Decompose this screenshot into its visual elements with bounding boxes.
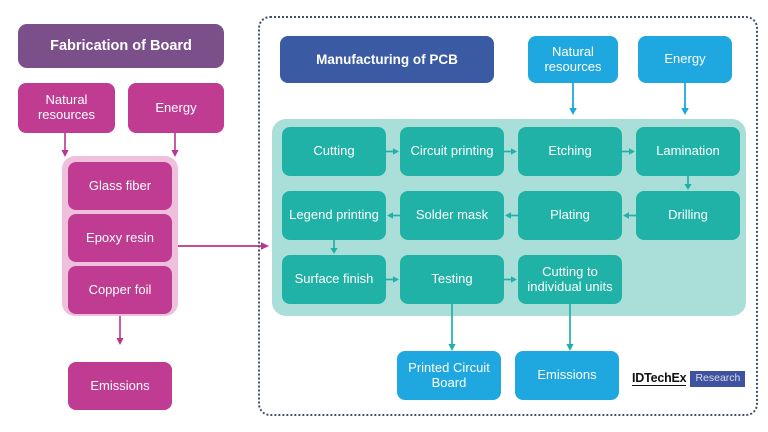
output-printed-circuit-board[interactable]: Printed Circuit Board [397, 351, 501, 400]
process-circuit-printing[interactable]: Circuit printing [400, 127, 504, 176]
arrow-plating-to-solder-mask [504, 210, 518, 221]
manufacturing-panel [258, 16, 758, 416]
right-panel-header: Manufacturing of PCB [280, 36, 494, 83]
output-emissions[interactable]: Emissions [515, 351, 619, 400]
idtechex-logo: IDTechEx Research [632, 371, 746, 387]
process-cutting[interactable]: Cutting [282, 127, 386, 176]
process-drilling[interactable]: Drilling [636, 191, 740, 240]
left-input-natural-resources[interactable]: Natural resources [18, 83, 115, 133]
arrow-surface-finish-to-testing [386, 274, 400, 285]
arrow-circuit-printing-to-etching [504, 146, 518, 157]
arrow-right-natural-resources-down [568, 83, 578, 116]
arrow-testing-to-cutting-units [504, 274, 518, 285]
arrow-legend-printing-to-surface-finish [329, 240, 339, 255]
arrow-materials-to-emissions [115, 316, 125, 346]
arrow-right-energy-down [680, 83, 690, 116]
arrow-natural-resources-to-materials [60, 133, 70, 158]
material-copper-foil[interactable]: Copper foil [68, 266, 172, 314]
process-legend-printing[interactable]: Legend printing [282, 191, 386, 240]
arrow-to-emissions [565, 304, 575, 352]
logo-research-badge: Research [690, 371, 746, 387]
material-glass-fiber[interactable]: Glass fiber [68, 162, 172, 210]
arrow-solder-mask-to-legend-printing [386, 210, 400, 221]
process-cutting-to-individual-units[interactable]: Cutting to individual units [518, 255, 622, 304]
left-output-emissions[interactable]: Emissions [68, 362, 172, 410]
process-etching[interactable]: Etching [518, 127, 622, 176]
material-epoxy-resin[interactable]: Epoxy resin [68, 214, 172, 262]
process-plating[interactable]: Plating [518, 191, 622, 240]
arrow-drilling-to-plating [622, 210, 636, 221]
left-panel-header: Fabrication of Board [18, 24, 224, 68]
process-lamination[interactable]: Lamination [636, 127, 740, 176]
right-input-natural-resources[interactable]: Natural resources [528, 36, 618, 83]
arrow-etching-to-lamination [622, 146, 636, 157]
logo-wordmark: IDTechEx [632, 371, 687, 387]
process-testing[interactable]: Testing [400, 255, 504, 304]
process-surface-finish[interactable]: Surface finish [282, 255, 386, 304]
arrow-cutting-to-circuit-printing [386, 146, 400, 157]
left-input-energy[interactable]: Energy [128, 83, 224, 133]
right-input-energy[interactable]: Energy [638, 36, 732, 83]
arrow-energy-to-materials [170, 133, 180, 158]
arrow-lamination-to-drilling [683, 176, 693, 191]
process-solder-mask[interactable]: Solder mask [400, 191, 504, 240]
arrow-board-to-manufacturing [178, 240, 270, 252]
arrow-to-printed-circuit-board [447, 304, 457, 352]
